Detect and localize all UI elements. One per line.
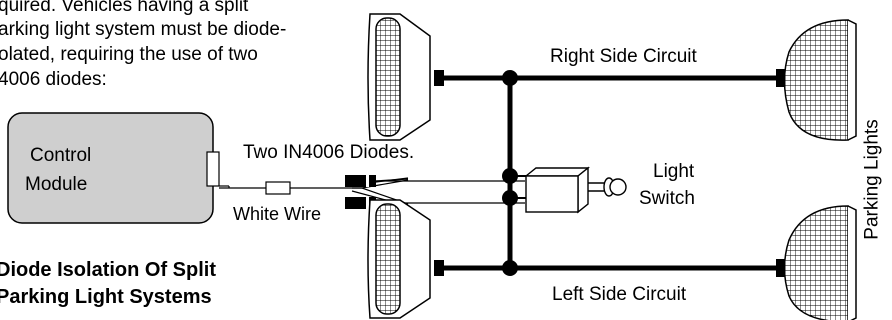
light-switch [524,166,627,214]
diodes-label: Two IN4006 Diodes. [243,142,415,163]
intro-line-1: quired. Vehicles having a split [0,0,249,16]
caption-line1: Diode Isolation Of Split [0,259,216,281]
intro-line-3: olated, requiring the use of two [0,44,258,65]
right-circuit-label: Right Side Circuit [550,46,697,67]
junction-dots [502,70,518,276]
intro-line-4: 4006 diodes: [0,69,107,90]
module-label-line1: Control [30,145,92,166]
front-lamp-upper [367,13,431,141]
rear-lamp-upper [783,19,857,141]
front-lamp-lower [367,199,431,319]
parking-lights-label: Parking Lights [861,119,883,240]
caption-line2: Parking Light Systems [0,286,212,308]
light-switch-label-line2: Switch [639,188,695,209]
control-module [7,112,220,224]
white-wire-label: White Wire [233,204,322,224]
wiring-bus [435,75,783,271]
intro-line-2: arking light system must be diode- [0,19,287,40]
diode-lower [345,197,376,209]
connectors [434,69,786,277]
rear-lamp-lower [783,205,857,320]
light-switch-label-line1: Light [653,161,695,182]
module-label-line2: Module [25,174,88,195]
left-circuit-label: Left Side Circuit [552,284,687,305]
diode-upper [345,175,376,187]
